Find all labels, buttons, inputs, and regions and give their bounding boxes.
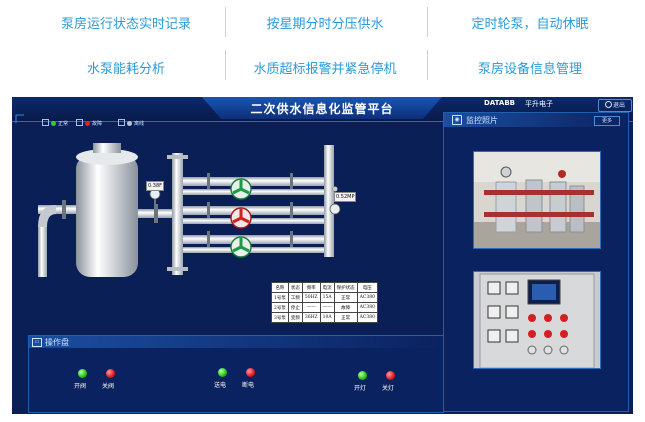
valve-icon xyxy=(154,204,158,223)
more-button[interactable]: 更多 xyxy=(594,116,620,126)
feature-energy-analysis: 水泵能耗分析 xyxy=(86,62,165,77)
panel-title: 操作盘 xyxy=(45,338,69,347)
feature-water-quality-alarm: 水质超标报警并紧急停机 xyxy=(253,62,397,77)
panel-title: 监控照片 xyxy=(466,116,498,125)
app-title: 二次供水信息化监管平台 xyxy=(250,102,394,116)
exit-button[interactable]: 退出 xyxy=(598,99,632,112)
power-on-button[interactable] xyxy=(218,368,227,377)
status-dot-icon xyxy=(127,121,132,126)
power-off-label: 断电 xyxy=(242,382,255,389)
pump-2-icon[interactable] xyxy=(230,207,252,229)
panel-header xyxy=(444,113,628,127)
pump-room-photo[interactable] xyxy=(473,151,601,249)
inlet-pressure-readout: 0.38F xyxy=(146,181,165,191)
power-off-button[interactable] xyxy=(246,368,255,377)
feature-divider xyxy=(225,50,226,80)
pump-lines xyxy=(183,173,329,253)
feature-equipment-management: 泵房设备信息管理 xyxy=(477,62,582,77)
pressure-gauge-icon xyxy=(329,203,341,215)
close-valve-button[interactable] xyxy=(106,369,115,378)
feature-divider xyxy=(427,50,428,80)
checkbox-icon[interactable] xyxy=(42,119,49,126)
camera-icon: ◉ xyxy=(452,115,462,125)
light-off-button[interactable] xyxy=(386,371,395,380)
pump-station-diagram xyxy=(15,114,341,277)
inlet-header xyxy=(172,153,183,275)
control-cabinet-photo[interactable] xyxy=(473,271,601,369)
close-valve-label: 关阀 xyxy=(102,383,115,390)
open-valve-label: 开阀 xyxy=(74,383,87,390)
feature-pump-rotation: 定时轮泵，自动休眠 xyxy=(471,17,589,32)
status-dot-icon xyxy=(85,121,90,126)
feature-realtime-record: 泵房运行状态实时记录 xyxy=(60,17,191,32)
legend-item-fault[interactable]: 故障 xyxy=(76,119,102,127)
brand-logo: DATABB xyxy=(484,99,516,107)
legend-item-normal[interactable]: 正常 xyxy=(42,119,68,127)
table-header: 名称状态频率 电流保护状态电压 xyxy=(271,282,378,293)
inlet-pipe xyxy=(38,227,47,277)
brand-name: 平升电子 xyxy=(525,100,553,108)
pump-1-icon[interactable] xyxy=(230,178,252,200)
water-tank xyxy=(76,155,138,277)
feature-divider xyxy=(427,7,428,37)
legend-item-offline[interactable]: 离线 xyxy=(118,119,144,127)
pump-3-icon[interactable] xyxy=(230,236,252,258)
power-icon xyxy=(604,101,612,108)
outlet-header xyxy=(324,145,334,257)
status-dot-icon xyxy=(51,121,56,126)
open-valve-button[interactable] xyxy=(78,369,87,378)
exit-label: 退出 xyxy=(612,102,625,109)
feature-divider xyxy=(225,7,226,37)
checkbox-icon[interactable] xyxy=(76,119,83,126)
monitoring-screen: 二次供水信息化监管平台 DATABB 平升电子 退出 正常 故障 离线 xyxy=(12,97,633,414)
title-plate xyxy=(202,97,442,119)
monitor-icon: ▭ xyxy=(32,338,42,347)
valve-icon xyxy=(62,200,66,219)
pump-room-photo-image xyxy=(474,152,600,248)
light-off-label: 关灯 xyxy=(382,385,395,392)
feature-weekly-supply: 按星期分时分压供水 xyxy=(266,17,384,32)
power-on-label: 送电 xyxy=(214,382,227,389)
monitor-photo-panel: ◉ 监控照片 更多 xyxy=(443,112,629,412)
checkbox-icon[interactable] xyxy=(118,119,125,126)
outlet-pressure-readout: 0.52MP xyxy=(334,192,357,202)
light-on-label: 开灯 xyxy=(354,385,367,392)
control-cabinet-photo-image xyxy=(474,272,600,368)
panel-header xyxy=(29,336,443,348)
operation-panel: ▭ 操作盘 开阀 关阀 送电 断电 开灯 关灯 xyxy=(28,335,444,413)
light-on-button[interactable] xyxy=(358,371,367,380)
